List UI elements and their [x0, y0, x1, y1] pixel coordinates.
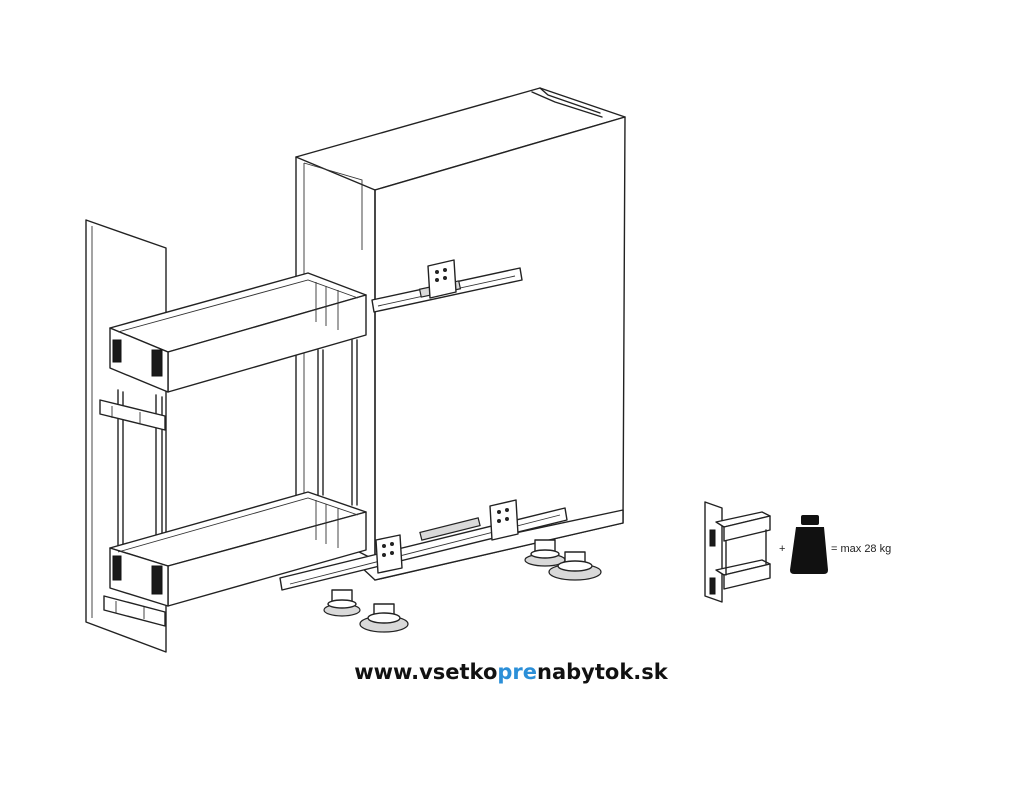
upper-basket — [109, 272, 367, 393]
website-url-accent: pre — [497, 660, 538, 684]
weight-icon — [790, 515, 828, 574]
door-brackets — [99, 399, 166, 627]
max-load-label: = max 28 kg — [831, 543, 891, 555]
upper-slide-rail — [371, 259, 523, 313]
lower-slide-rail — [279, 499, 568, 591]
leg — [548, 551, 602, 581]
website-url-prefix: www.vsetko — [354, 660, 498, 684]
mounting-bracket — [489, 499, 519, 541]
thumbnail-diagram — [704, 501, 771, 603]
leg — [524, 539, 566, 567]
leg — [359, 603, 409, 633]
website-url: www.vsetkoprenabytok.sk — [0, 660, 1022, 684]
website-url-suffix: nabytok.sk — [537, 660, 668, 684]
leg — [323, 589, 361, 617]
mounting-bracket — [427, 259, 457, 299]
plus-sign: + — [779, 543, 785, 555]
lower-basket — [109, 491, 367, 607]
mounting-bracket — [375, 534, 403, 574]
leveling-legs — [323, 539, 602, 633]
